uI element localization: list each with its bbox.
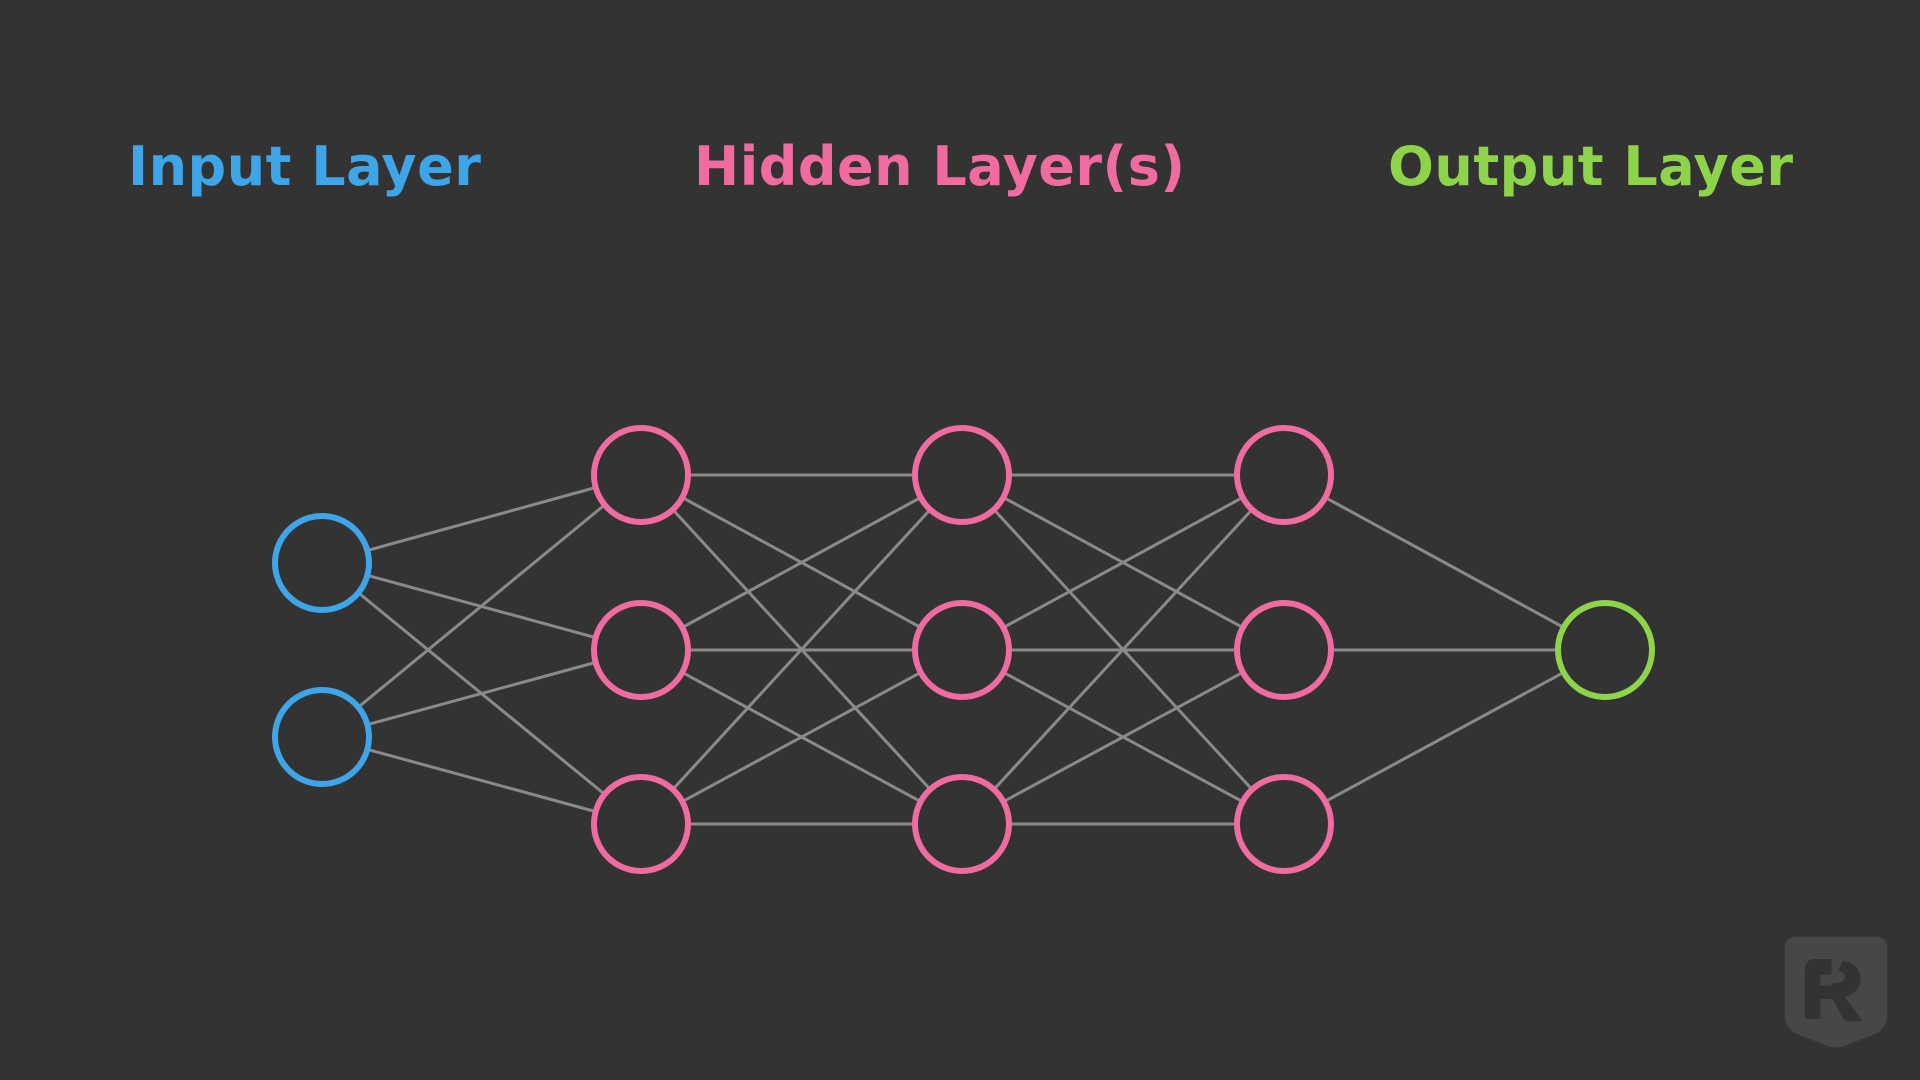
hidden-layer-label: Hidden Layer(s) (694, 135, 1186, 198)
connection-edge (1001, 670, 1245, 804)
input-layer-label: Input Layer (128, 135, 482, 198)
neuron-node-h3-1[interactable] (1234, 425, 1334, 525)
neuron-node-h2-1[interactable] (912, 425, 1012, 525)
neuron-node-h3-2[interactable] (1234, 600, 1334, 700)
connection-edge (680, 670, 923, 804)
connection-edge (1323, 670, 1566, 804)
neuron-node-i2[interactable] (272, 687, 372, 787)
connection-edge (1001, 495, 1245, 630)
connection-edge (680, 496, 923, 629)
connection-edges (356, 473, 1566, 826)
connection-edge (365, 747, 598, 814)
neuron-node-h2-3[interactable] (912, 774, 1012, 874)
connection-edge (1323, 496, 1566, 629)
neuron-node-h2-2[interactable] (912, 600, 1012, 700)
neuron-node-o1[interactable] (1555, 600, 1655, 700)
connection-edge (992, 508, 1254, 791)
connection-edge (365, 486, 598, 552)
neuron-node-h1-2[interactable] (591, 600, 691, 700)
output-layer-label: Output Layer (1388, 135, 1794, 198)
neuron-node-h1-1[interactable] (591, 425, 691, 525)
neuron-node-h1-3[interactable] (591, 774, 691, 874)
neuron-node-h3-3[interactable] (1234, 774, 1334, 874)
neuron-node-i1[interactable] (272, 513, 372, 613)
connection-edge (365, 660, 598, 727)
connection-edge (356, 503, 607, 709)
connection-edge (671, 508, 932, 791)
neuron-nodes (272, 425, 1655, 874)
